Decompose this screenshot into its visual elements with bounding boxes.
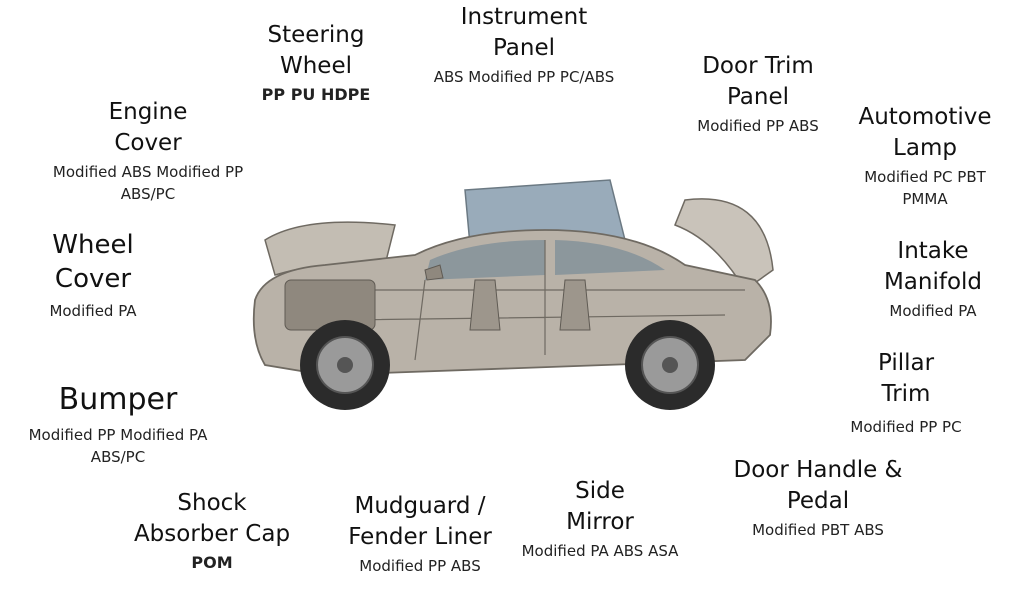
label-pillar-trim: Pillar Trim Modified PP PC: [850, 348, 961, 438]
part-name: Pillar: [877, 350, 935, 376]
part-name: Instrument: [460, 4, 588, 30]
label-steering-wheel: Steering Wheel PP PU HDPE: [262, 20, 371, 106]
part-name: Engine: [108, 99, 188, 125]
part-name: Steering: [267, 22, 365, 48]
part-materials: PP PU HDPE: [261, 85, 371, 104]
part-name: Bumper: [58, 382, 178, 417]
label-shock-absorber-cap: Shock Absorber Cap POM: [134, 488, 290, 574]
part-name: Manifold: [883, 269, 983, 295]
part-name: Cover: [114, 130, 182, 156]
part-name: Wheel: [279, 53, 353, 79]
body-frame-lines: [305, 240, 745, 361]
part-name: Intake: [897, 238, 969, 264]
part-materials: Modified PP PC: [850, 418, 962, 436]
part-name: Pedal: [786, 488, 850, 514]
seat: [559, 279, 591, 331]
label-mudguard-fender-liner: Mudguard / Fender Liner Modified PP ABS: [348, 491, 492, 577]
part-name: Fender Liner: [348, 524, 492, 550]
part-name: Mirror: [566, 509, 634, 535]
part-materials: ABS/PC: [120, 185, 176, 203]
seat: [469, 279, 501, 331]
part-name: Absorber Cap: [133, 521, 291, 547]
label-bumper: Bumper Modified PP Modified PA ABS/PC: [29, 382, 208, 468]
part-materials: POM: [191, 553, 233, 572]
part-materials: ABS Modified PP PC/ABS: [433, 68, 615, 86]
part-materials: Modified PA: [889, 302, 977, 320]
part-name: Trim: [881, 381, 931, 407]
label-side-mirror: Side Mirror Modified PA ABS ASA: [522, 476, 679, 562]
rear-hub: [662, 357, 678, 373]
part-materials: Modified PP Modified PA: [28, 426, 208, 444]
part-name: Lamp: [893, 135, 957, 161]
part-materials: ABS/PC: [90, 448, 146, 466]
car-cutaway-svg: [252, 179, 774, 410]
part-name: Panel: [492, 35, 556, 61]
car-illustration: [245, 170, 785, 430]
part-materials: Modified PP ABS: [359, 557, 481, 575]
side-window: [425, 240, 545, 280]
label-intake-manifold: Intake Manifold Modified PA: [884, 236, 982, 322]
side-mirror-shape: [424, 264, 444, 281]
part-name: Door Trim: [702, 53, 814, 79]
part-name: Shock: [177, 490, 247, 516]
part-name: Wheel: [52, 230, 134, 260]
part-materials: Modified PC PBT PMMA: [864, 168, 986, 208]
label-engine-cover: Engine Cover Modified ABS Modified PP AB…: [53, 97, 243, 205]
part-materials: Modified PBT ABS: [752, 521, 884, 539]
part-name: Panel: [726, 84, 790, 110]
part-materials: Modified PP ABS: [697, 117, 819, 135]
engine-block: [284, 279, 376, 331]
label-automotive-lamp: Automotive Lamp Modified PC PBT PMMA: [858, 102, 991, 210]
part-materials: Modified ABS Modified PP: [52, 163, 244, 181]
rear-window: [555, 240, 665, 275]
part-name: Automotive: [858, 104, 992, 130]
part-name: Side: [575, 478, 625, 504]
part-materials: Modified PA ABS ASA: [521, 542, 679, 560]
open-trunk-lid: [674, 198, 774, 292]
label-door-trim-panel: Door Trim Panel Modified PP ABS: [697, 51, 818, 137]
label-door-handle-pedal: Door Handle & Pedal Modified PBT ABS: [734, 455, 903, 541]
front-hub: [337, 357, 353, 373]
label-wheel-cover: Wheel Cover Modified PA: [49, 228, 136, 322]
part-name: Mudguard /: [354, 493, 486, 519]
part-name: Door Handle &: [733, 457, 903, 483]
part-materials: Modified PA: [49, 302, 137, 320]
label-instrument-panel: Instrument Panel ABS Modified PP PC/ABS: [434, 2, 615, 88]
part-name: Cover: [54, 264, 132, 294]
